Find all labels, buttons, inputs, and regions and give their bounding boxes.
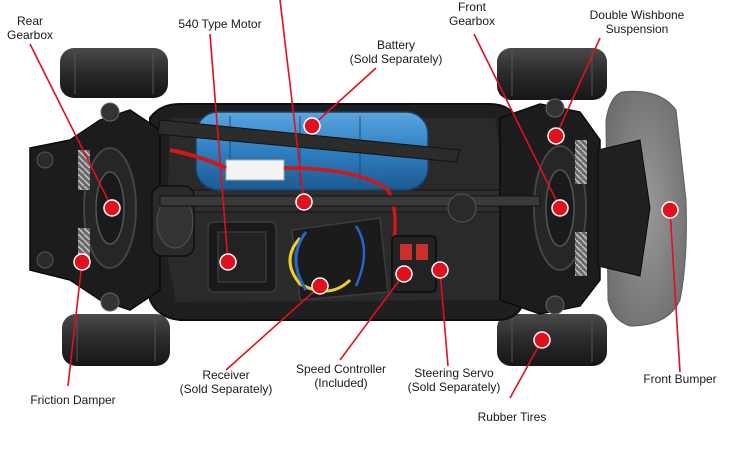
leader-suspension bbox=[555, 37, 601, 137]
label-suspension-line2: Suspension bbox=[605, 22, 669, 36]
leader-rubber-tires bbox=[509, 339, 543, 399]
leader-receiver bbox=[225, 285, 321, 371]
marker-front-gearbox bbox=[551, 199, 569, 217]
label-battery-line1: Battery bbox=[376, 38, 415, 52]
marker-steering-servo bbox=[431, 261, 449, 279]
label-speed-controller-line2: (Included) bbox=[314, 376, 368, 390]
leader-front-gearbox bbox=[473, 33, 561, 209]
label-friction-damper: Friction Damper bbox=[18, 393, 128, 407]
battery-strap bbox=[157, 119, 461, 163]
marker-suspension bbox=[547, 127, 565, 145]
leader-lines bbox=[29, 0, 681, 399]
label-receiver-line2: (Sold Separately) bbox=[179, 382, 273, 396]
label-motor-line1: 540 Type Motor bbox=[178, 17, 262, 31]
leader-friction-damper bbox=[67, 261, 83, 387]
label-speed-controller: Speed Controller (Included) bbox=[284, 362, 398, 390]
label-rubber-tires-line1: Rubber Tires bbox=[477, 410, 547, 424]
marker-rear-gearbox bbox=[103, 199, 121, 217]
label-steering-servo: Steering Servo (Sold Separately) bbox=[396, 366, 512, 394]
rear-left-tire bbox=[60, 48, 168, 98]
steering-servo bbox=[391, 235, 437, 293]
leader-steering-servo bbox=[439, 269, 449, 367]
label-front-bumper: Front Bumper bbox=[630, 372, 730, 386]
front-pulley bbox=[447, 193, 477, 223]
receiver-box bbox=[207, 221, 277, 293]
label-rear-gearbox-line1: Rear bbox=[16, 14, 43, 28]
leader-motor-top bbox=[279, 0, 305, 203]
label-rear-gearbox: Rear Gearbox bbox=[4, 14, 56, 42]
label-suspension: Double Wishbone Suspension bbox=[582, 8, 692, 36]
marker-speed-controller-b bbox=[395, 265, 413, 283]
label-battery: Battery (Sold Separately) bbox=[336, 38, 456, 66]
label-suspension-line1: Double Wishbone bbox=[589, 8, 685, 22]
label-receiver-line1: Receiver bbox=[202, 368, 250, 382]
front-left-tire bbox=[497, 48, 607, 100]
leader-speed-controller bbox=[339, 273, 405, 361]
marker-friction-damper bbox=[73, 253, 91, 271]
marker-speed-controller-a bbox=[311, 277, 329, 295]
label-front-gearbox-line1: Front bbox=[457, 0, 486, 14]
marker-receiver bbox=[219, 253, 237, 271]
label-steering-servo-line2: (Sold Separately) bbox=[407, 380, 501, 394]
marker-rubber-tires bbox=[533, 331, 551, 349]
label-front-bumper-line1: Front Bumper bbox=[643, 372, 717, 386]
label-speed-controller-line1: Speed Controller bbox=[295, 362, 387, 376]
leader-battery bbox=[311, 67, 377, 127]
marker-dots bbox=[73, 117, 679, 349]
label-front-gearbox: Front Gearbox bbox=[440, 0, 504, 28]
rear-right-tire bbox=[62, 314, 170, 366]
label-steering-servo-line1: Steering Servo bbox=[414, 366, 494, 380]
speed-controller-box bbox=[288, 217, 389, 301]
label-motor: 540 Type Motor bbox=[170, 17, 270, 31]
marker-front-bumper bbox=[661, 201, 679, 219]
front-right-tire bbox=[497, 314, 607, 366]
label-front-gearbox-line2: Gearbox bbox=[448, 14, 496, 28]
rear-gearbox-assembly bbox=[29, 102, 161, 312]
drive-shaft bbox=[159, 195, 541, 207]
battery-connector bbox=[169, 148, 397, 241]
label-receiver: Receiver (Sold Separately) bbox=[168, 368, 284, 396]
label-rubber-tires: Rubber Tires bbox=[464, 410, 560, 424]
marker-motor-shaft bbox=[295, 193, 313, 211]
front-gearbox-assembly bbox=[499, 98, 651, 315]
label-battery-line2: (Sold Separately) bbox=[349, 52, 443, 66]
label-rear-gearbox-line2: Gearbox bbox=[6, 28, 54, 42]
leader-rear-gearbox bbox=[29, 43, 113, 209]
label-friction-damper-line1: Friction Damper bbox=[30, 393, 116, 407]
leader-front-bumper bbox=[669, 209, 681, 373]
leader-motor bbox=[209, 33, 229, 263]
marker-battery bbox=[303, 117, 321, 135]
